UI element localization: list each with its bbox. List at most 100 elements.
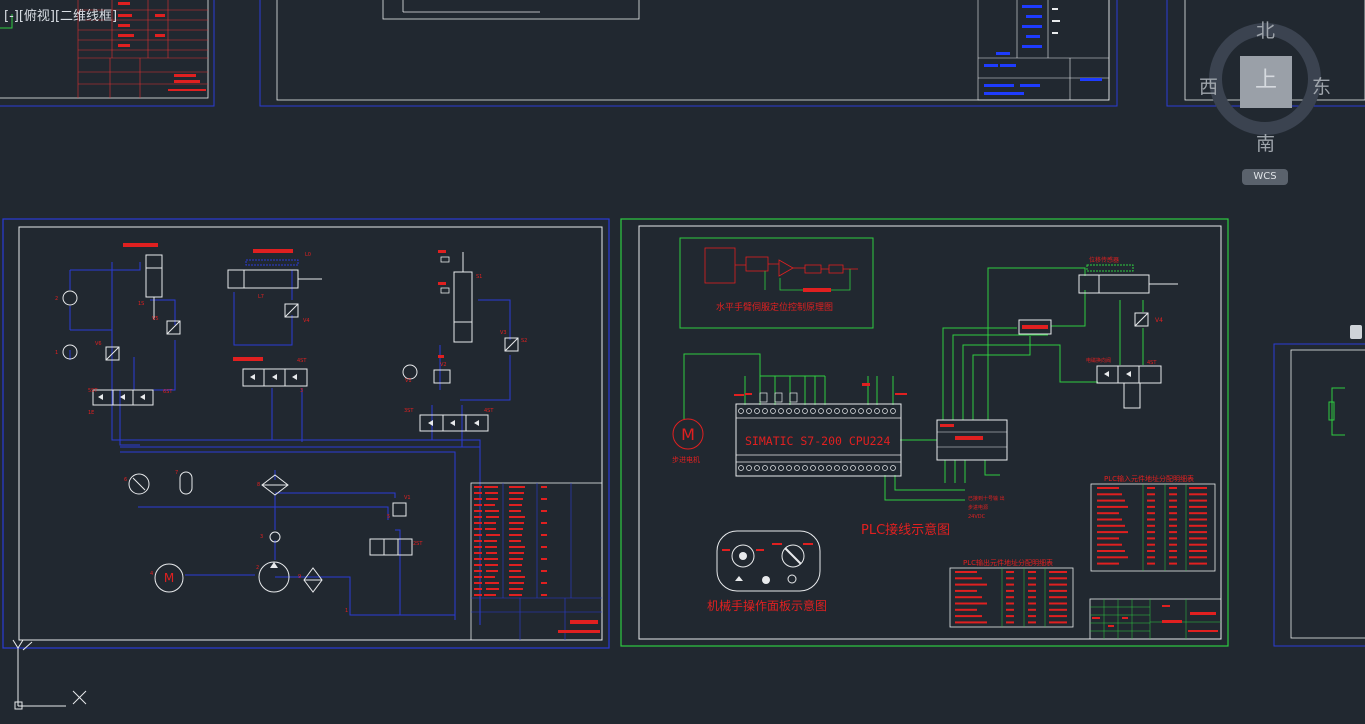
table-cell-mark	[474, 540, 482, 542]
table-cell-mark	[474, 594, 482, 596]
table-cell-mark	[1097, 499, 1125, 502]
viewcube-west[interactable]: 西	[1199, 76, 1219, 98]
plc-terminal	[786, 408, 792, 414]
plc-terminal	[762, 465, 768, 471]
red-labels	[123, 243, 293, 361]
plc-title-block	[1089, 598, 1222, 640]
table-cell-mark	[1169, 487, 1177, 489]
table-cell-mark	[1049, 608, 1067, 611]
table-cell-mark	[1097, 518, 1122, 521]
plc-terminal	[770, 408, 776, 414]
table-cell-mark	[485, 528, 496, 530]
svg-text:V2: V2	[440, 362, 447, 368]
valve-4st: 4ST	[1147, 360, 1157, 366]
table-cell-mark	[955, 571, 977, 573]
motor-symbol: M	[164, 571, 174, 585]
operator-panel	[716, 530, 821, 592]
plc-sheet[interactable]: 水平手臂伺服定位控制原理图 M 步进电机	[620, 218, 1229, 647]
svg-text:V6: V6	[95, 341, 102, 347]
svg-text:V5: V5	[152, 316, 159, 322]
plc-terminal	[842, 465, 848, 471]
output-address-table	[949, 567, 1074, 628]
input-table-title: PLC输入元件地址分配明细表	[1104, 474, 1194, 483]
wcs-dropdown[interactable]: WCS	[1242, 169, 1288, 185]
svg-text:S2: S2	[521, 338, 527, 344]
svg-text:5: 5	[387, 514, 390, 520]
pumps-motor	[62, 290, 418, 593]
table-cell-mark	[541, 534, 547, 536]
plc-terminal	[890, 408, 896, 414]
table-cell-mark	[1147, 518, 1155, 521]
hydraulic-parts-table	[470, 482, 603, 641]
svg-text:4ST: 4ST	[297, 358, 307, 364]
table-cell-mark	[509, 570, 521, 572]
viewport-controls-label[interactable]: [-][俯视][二维线框]	[4, 9, 118, 24]
table-cell-mark	[474, 576, 482, 578]
ucs-icon	[12, 639, 87, 710]
table-cell-mark	[1028, 596, 1036, 599]
svg-text:L0: L0	[305, 252, 311, 258]
table-cell-mark	[1028, 589, 1036, 592]
table-cell-mark	[1147, 499, 1155, 502]
table-cell-mark	[1147, 562, 1155, 565]
table-cell-mark	[541, 510, 547, 512]
table-cell-mark	[1169, 537, 1177, 540]
table-cell-mark	[1006, 577, 1014, 580]
plc-terminal	[810, 465, 816, 471]
valve-arrows	[98, 374, 479, 426]
table-cell-mark	[1189, 550, 1207, 552]
svg-text:1E: 1E	[88, 410, 94, 416]
plc-terminal	[858, 408, 864, 414]
table-cell-mark	[509, 576, 525, 578]
table-cell-mark	[1097, 543, 1122, 546]
control-caption: 水平手臂伺服定位控制原理图	[716, 301, 833, 313]
table-cell-mark	[955, 589, 977, 592]
table-cell-mark	[1097, 512, 1119, 515]
viewcube-east[interactable]: 东	[1312, 76, 1332, 98]
table-cell-mark	[485, 582, 499, 584]
svg-text:L7: L7	[258, 294, 264, 300]
svg-text:V3: V3	[500, 330, 507, 336]
hydraulic-switch-labels	[438, 250, 446, 358]
table-cell-mark	[1169, 524, 1177, 527]
servo-label: 位移传感器	[1089, 256, 1119, 264]
table-cell-mark	[1169, 493, 1177, 496]
svg-text:2ST: 2ST	[413, 541, 423, 547]
table-cell-mark	[955, 596, 982, 599]
motor-label: M	[681, 425, 695, 444]
table-cell-mark	[1006, 596, 1014, 599]
table-cell-mark	[1006, 571, 1014, 573]
table-cell-mark	[1049, 583, 1067, 586]
viewcube-south[interactable]: 南	[1256, 133, 1276, 155]
svg-text:4: 4	[150, 571, 153, 577]
table-cell-mark	[484, 504, 495, 506]
panel-caption: 机械手操作面板示意图	[707, 598, 827, 613]
table-cell-mark	[1097, 537, 1119, 540]
table-cell-mark	[541, 486, 547, 488]
table-cell-mark	[541, 498, 547, 500]
plc-terminal	[882, 465, 888, 471]
output-table-title: PLC输出元件地址分配明细表	[963, 558, 1053, 567]
table-cell-mark	[1189, 505, 1207, 508]
table-cell-mark	[955, 621, 987, 624]
viewcube-top-face[interactable]: 上	[1240, 56, 1292, 108]
vertical-scrollbar-thumb[interactable]	[1350, 325, 1362, 339]
table-cell-mark	[509, 510, 521, 512]
table-cell-mark	[1006, 583, 1014, 586]
table-cell-mark	[1189, 524, 1207, 527]
viewcube-north[interactable]: 北	[1256, 20, 1276, 42]
plc-terminal	[834, 408, 840, 414]
table-cell-mark	[509, 522, 524, 524]
table-cell-mark	[484, 558, 498, 560]
table-cell-mark	[1189, 531, 1207, 534]
plc-terminal	[834, 465, 840, 471]
svg-text:5ST: 5ST	[88, 388, 98, 394]
plc-terminal	[762, 408, 768, 414]
table-cell-mark	[509, 528, 523, 530]
svg-text:2: 2	[256, 565, 259, 571]
table-cell-mark	[474, 552, 482, 554]
table-cell-mark	[1147, 512, 1155, 515]
table-cell-mark	[509, 594, 522, 596]
